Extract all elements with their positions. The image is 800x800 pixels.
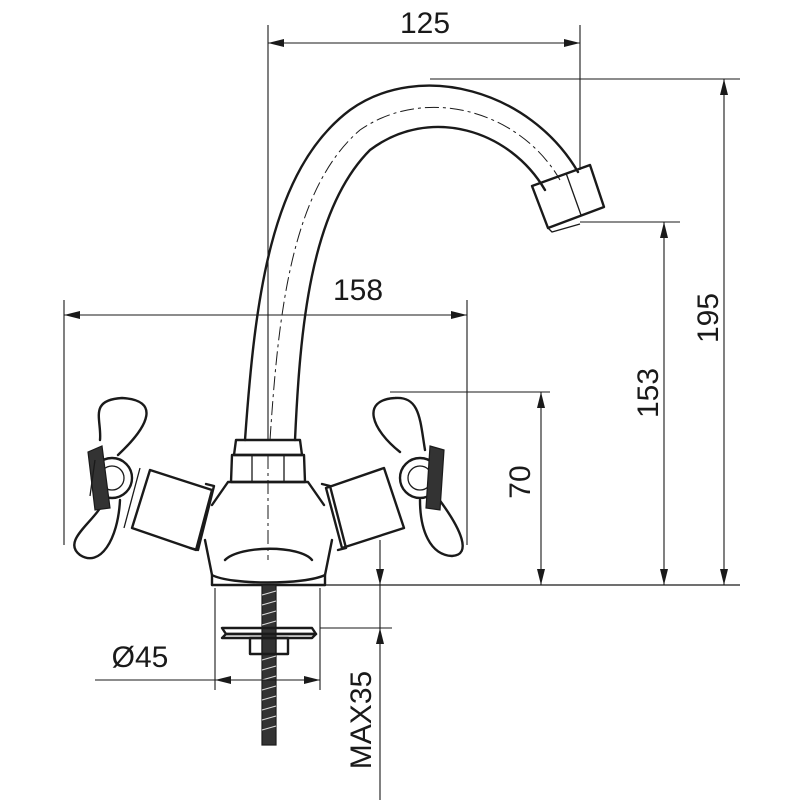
dimension-handle-height: 70 <box>390 391 550 585</box>
right-valve <box>320 466 406 552</box>
dimension-label-153: 153 <box>632 368 665 418</box>
dimension-label-70: 70 <box>504 465 537 498</box>
dimension-max-thickness: MAX35 <box>320 540 392 800</box>
dimension-spout-reach: 125 <box>267 7 581 440</box>
right-handle-cap <box>425 445 445 511</box>
dimension-handle-span: 158 <box>63 274 468 545</box>
left-handle-cap <box>87 445 111 511</box>
dimension-label-125: 125 <box>400 7 450 40</box>
dimension-label-195: 195 <box>692 293 725 343</box>
spout-collar <box>232 438 304 457</box>
dimension-base-diameter: Ø45 <box>95 588 321 690</box>
left-cross-handle <box>73 396 148 560</box>
aerator <box>530 163 606 230</box>
dimension-outlet-height: 153 <box>580 221 680 585</box>
spout <box>243 84 606 442</box>
left-valve <box>123 467 216 552</box>
mounting-nut <box>248 636 290 656</box>
right-cross-handle <box>372 396 464 558</box>
dimension-label-158: 158 <box>333 274 383 307</box>
dimension-label-max35: MAX35 <box>345 671 378 769</box>
mounting-stud <box>220 584 318 746</box>
dimension-label-diameter-45: Ø45 <box>112 641 169 674</box>
dimension-total-height: 195 <box>430 78 740 585</box>
